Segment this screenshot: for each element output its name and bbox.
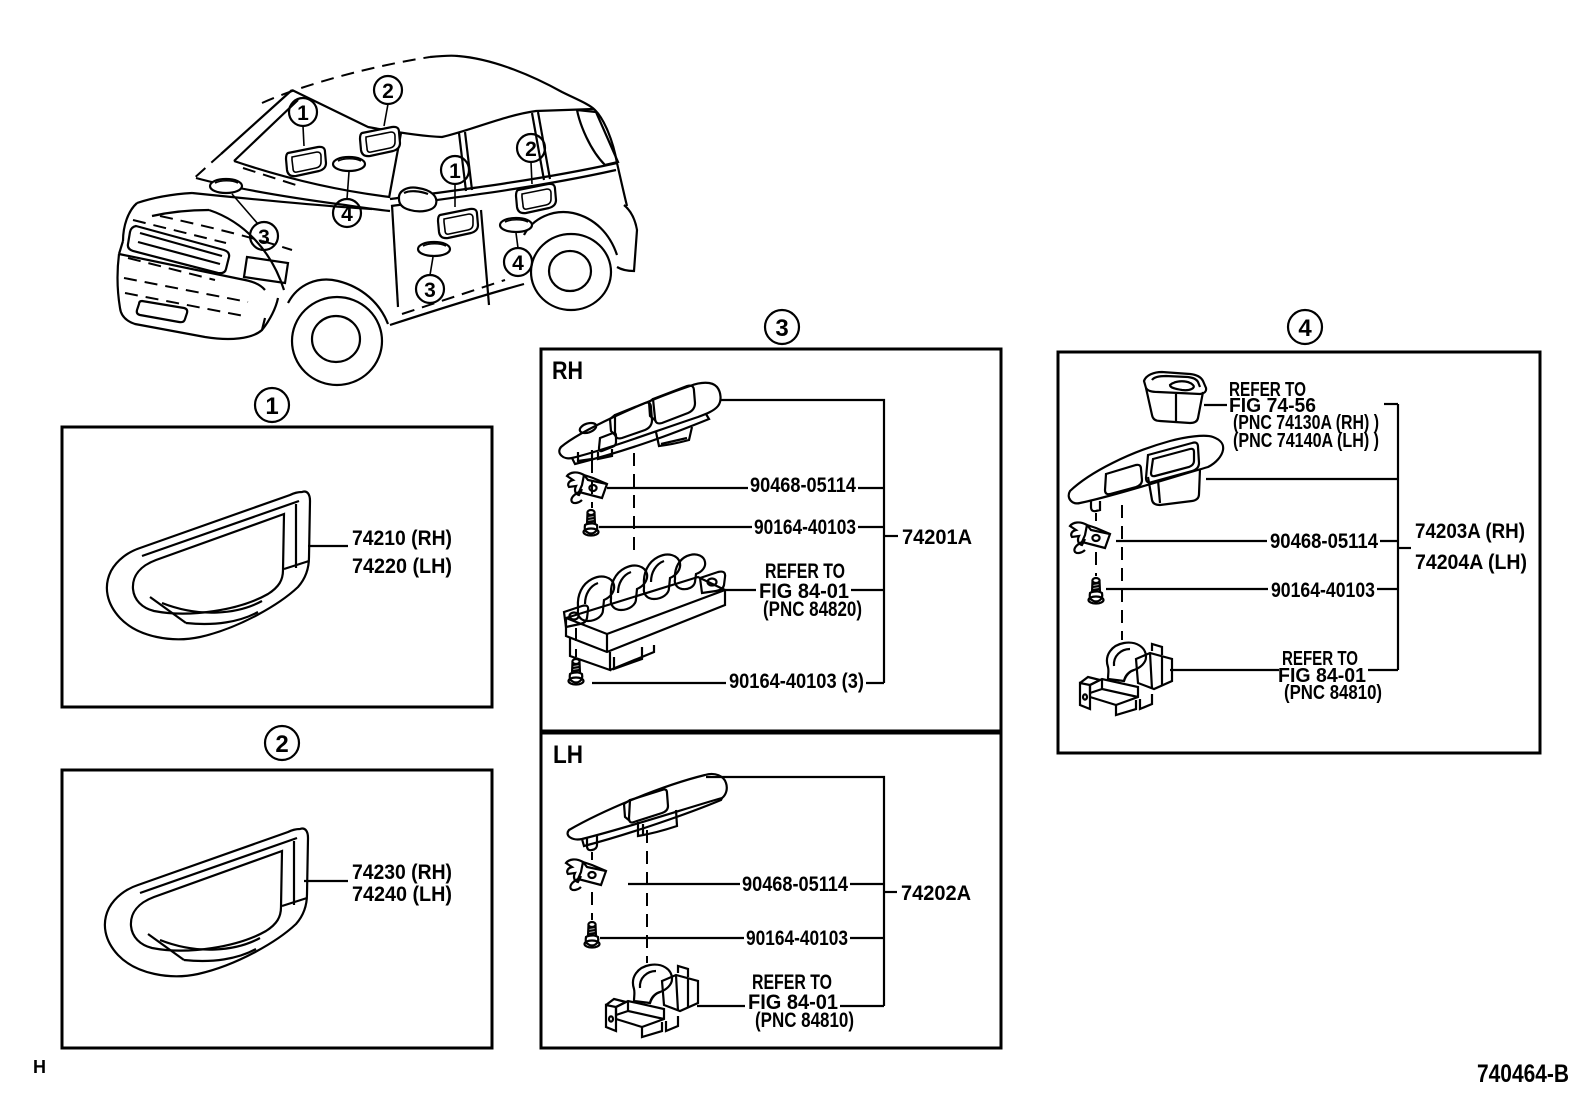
svg-text:FIG 84-01: FIG 84-01 [759,580,849,603]
svg-text:FIG 84-01: FIG 84-01 [748,991,838,1014]
svg-text:4: 4 [512,252,524,275]
svg-text:90164-40103: 90164-40103 [1271,579,1375,602]
svg-text:90164-40103: 90164-40103 [754,516,856,539]
svg-text:4: 4 [341,203,353,226]
svg-text:90468-05114: 90468-05114 [1270,530,1378,553]
svg-text:REFER TO: REFER TO [765,560,845,583]
svg-text:1: 1 [449,160,461,183]
svg-text:(PNC 84810): (PNC 84810) [755,1009,854,1032]
svg-text:FIG 74-56: FIG 74-56 [1229,395,1316,417]
svg-text:2: 2 [275,731,288,758]
svg-text:74230 (RH): 74230 (RH) [352,861,452,884]
svg-text:3: 3 [424,279,436,302]
svg-text:(PNC 84810): (PNC 84810) [1284,682,1382,704]
svg-text:4: 4 [1298,315,1312,342]
svg-text:(PNC 84820): (PNC 84820) [763,598,862,621]
svg-text:RH: RH [552,357,583,385]
svg-text:74204A (LH): 74204A (LH) [1415,551,1527,574]
svg-text:REFER TO: REFER TO [1282,648,1358,670]
svg-text:FIG 84-01: FIG 84-01 [1278,665,1366,687]
svg-text:74240 (LH): 74240 (LH) [352,883,452,906]
svg-text:90164-40103 (3): 90164-40103 (3) [729,670,864,693]
svg-text:74210 (RH): 74210 (RH) [352,527,452,550]
svg-text:H: H [33,1057,46,1077]
svg-text:74203A (RH): 74203A (RH) [1415,520,1525,543]
svg-text:(PNC 74130A (RH) ): (PNC 74130A (RH) ) [1233,412,1379,434]
svg-text:90164-40103: 90164-40103 [746,927,848,950]
svg-text:740464-B: 740464-B [1477,1060,1569,1088]
svg-text:2: 2 [382,80,394,103]
svg-text:90468-05114: 90468-05114 [742,873,848,896]
svg-text:LH: LH [553,741,583,769]
svg-text:74201A: 74201A [902,526,972,549]
svg-text:74220 (LH): 74220 (LH) [352,555,452,578]
svg-text:REFER TO: REFER TO [1229,379,1306,401]
svg-text:2: 2 [525,138,537,161]
svg-text:74202A: 74202A [901,882,971,905]
svg-text:3: 3 [258,226,270,249]
svg-text:90468-05114: 90468-05114 [750,474,856,497]
svg-text:1: 1 [265,393,278,420]
svg-text:(PNC 74140A (LH) ): (PNC 74140A (LH) ) [1233,430,1379,452]
svg-text:REFER TO: REFER TO [752,971,832,994]
svg-text:3: 3 [775,315,788,342]
svg-text:1: 1 [297,102,309,125]
